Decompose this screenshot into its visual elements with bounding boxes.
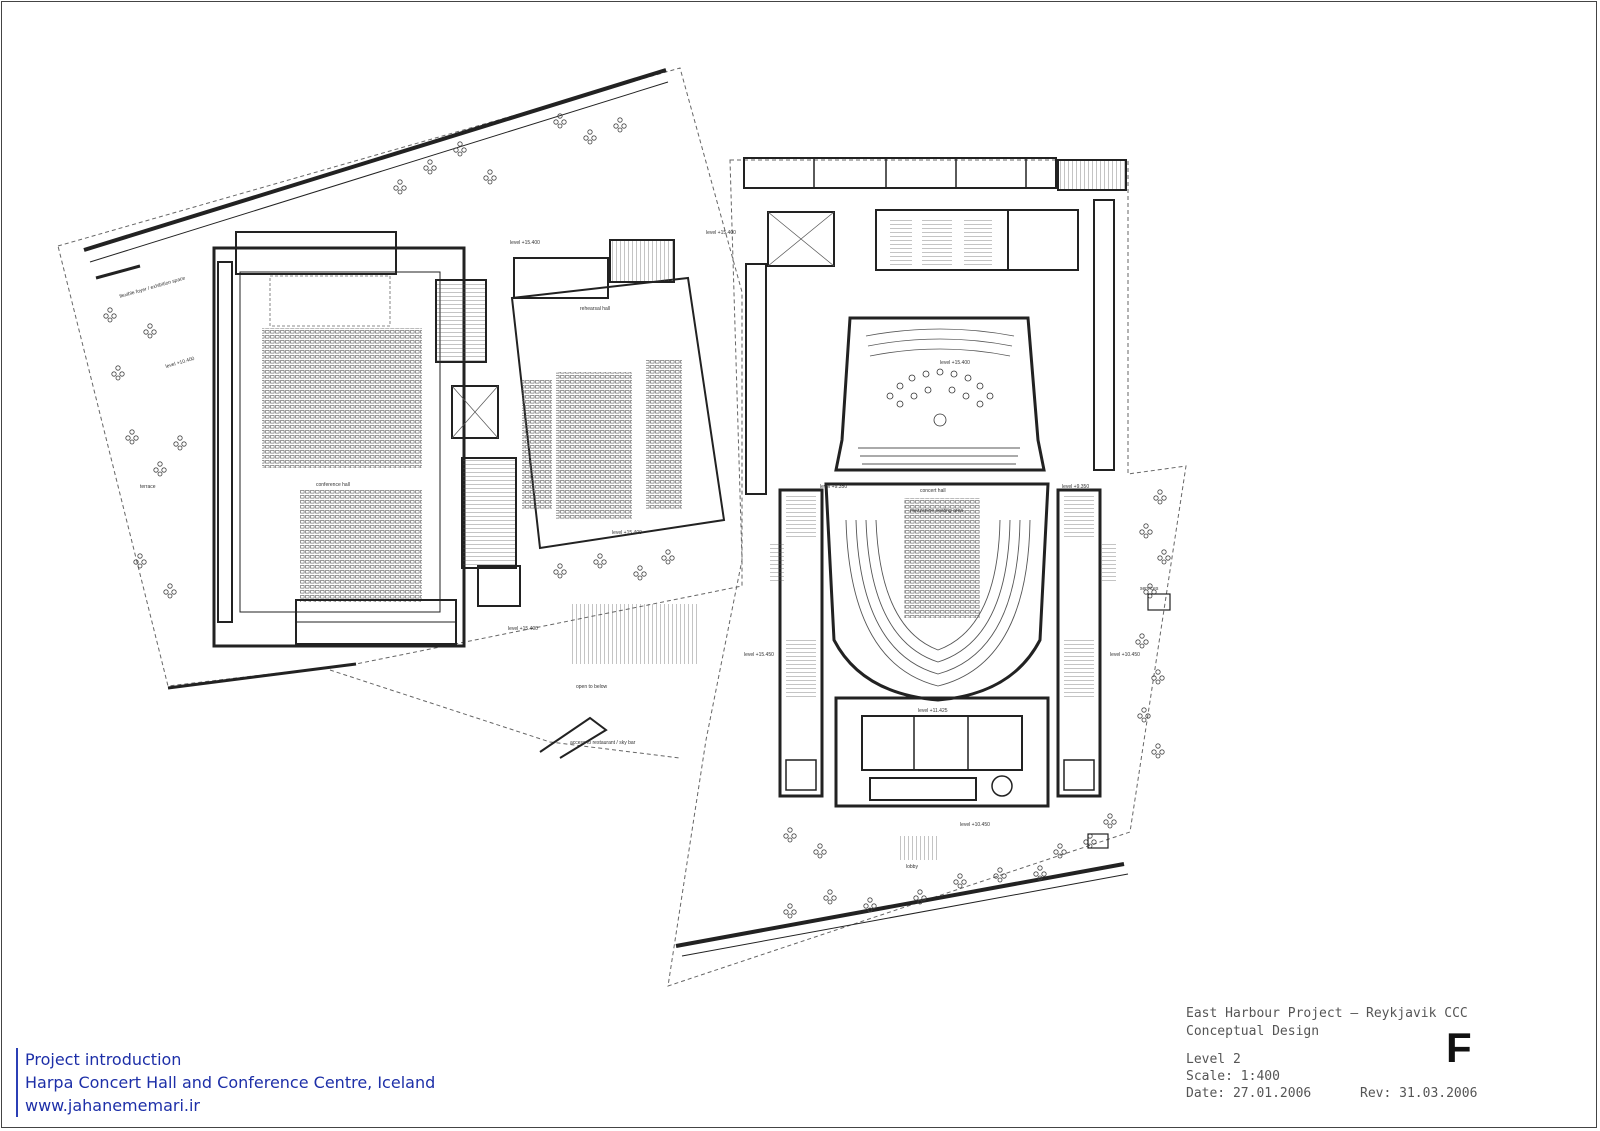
backstage-rooms (743, 157, 1057, 189)
label-concert-hall: concert hall (920, 488, 946, 494)
spiral-stair (991, 775, 1013, 797)
west-balcony (95, 264, 141, 280)
west-core-lift (451, 385, 499, 439)
conference-seating-lower (300, 490, 422, 602)
intro-project-name: Harpa Concert Hall and Conference Centre… (25, 1073, 436, 1092)
intro-website-link[interactable]: www.jahanememari.ir (25, 1096, 201, 1115)
label-open-below: open to below (576, 684, 608, 690)
concert-stage-rows (865, 328, 1015, 357)
title-date: Date: 27.01.2006 (1186, 1086, 1311, 1101)
title-date-value: 27.01.2006 (1232, 1086, 1312, 1101)
concert-hall-bowl (824, 482, 1050, 702)
north-east-stair (1057, 159, 1127, 191)
west-foyer-stair (770, 544, 784, 582)
label-conference-hall: conference hall (316, 482, 350, 488)
west-side-core (778, 488, 824, 798)
north-lobby-rooms (513, 257, 609, 299)
title-scale-label: Scale: (1186, 1069, 1233, 1084)
label-level-lower: level +11.425 (918, 708, 948, 714)
west-core-stair-2 (461, 457, 517, 569)
title-scale: Scale: 1:400 (1186, 1069, 1280, 1084)
north-stair-block (609, 239, 675, 283)
label-terrace: terrace (140, 484, 156, 490)
control-rooms (861, 715, 1023, 771)
label-level-small-b: level +9.350 (1062, 484, 1089, 490)
south-service-kiosk (1087, 833, 1109, 849)
label-level-concert: level +15.400 (940, 360, 970, 366)
label-rehearsal-hall: rehearsal hall (580, 306, 610, 312)
label-access: access to restaurant / sky bar (570, 740, 636, 746)
title-phase: Conceptual Design (1186, 1024, 1320, 1039)
label-level-center: level +15.400 (706, 230, 736, 236)
label-main-seating: mezzanine seating area (910, 508, 963, 514)
west-wing-outline (57, 67, 743, 687)
label-level-west-1: level +10.400 (165, 356, 196, 370)
platform-storage (1007, 209, 1079, 271)
title-sheet-letter: F (1446, 1024, 1472, 1071)
conference-seating-upper (262, 328, 422, 468)
east-service-kiosk (1147, 593, 1171, 611)
concert-balcony-rows (845, 519, 1031, 687)
south-lift (869, 777, 977, 801)
label-level-west-2: level +15.400 (510, 240, 540, 246)
south-terrace-stair (898, 836, 938, 860)
south-edge-wall (167, 662, 357, 690)
rehearsal-seating (556, 372, 632, 520)
east-wing (667, 157, 1187, 987)
label-foyer: flexible foyer / exhibition space (119, 275, 186, 300)
label-level-bottom: level +10.450 (960, 822, 990, 828)
title-date-label: Date: (1186, 1086, 1226, 1101)
label-level-right-side: level +10.450 (1110, 652, 1140, 658)
conference-rooms-north (235, 231, 397, 275)
label-services: services (1140, 586, 1159, 592)
east-foyer-stair (1102, 544, 1116, 582)
concert-hall-stage-shell (834, 316, 1046, 472)
east-side-core (1056, 488, 1102, 798)
title-rev-label: Rev: (1360, 1086, 1392, 1101)
title-revision: Rev: 31.03.2006 (1360, 1086, 1477, 1101)
east-south-wall (675, 862, 1125, 948)
conference-stair-west (217, 261, 233, 623)
south-enclosure (834, 696, 1050, 808)
label-level-south-west: level +15.400 (508, 626, 538, 632)
conference-hall-wall (212, 246, 466, 648)
label-lobby: lobby (906, 864, 918, 870)
title-rev-value: 31.03.2006 (1399, 1086, 1478, 1101)
south-public-stair (570, 604, 700, 664)
title-project: East Harbour Project – Reykjavik CCC (1186, 1006, 1468, 1021)
title-scale-value: 1:400 (1240, 1069, 1280, 1084)
lower-ramp (329, 669, 681, 759)
orchestra-chairs (886, 368, 994, 427)
concert-upper-rows (858, 447, 1020, 465)
concert-seating-parterre (904, 498, 980, 618)
conference-stage (269, 275, 391, 327)
intro-heading: Project introduction (25, 1050, 182, 1069)
label-level-small-a: level +9.350 (820, 484, 847, 490)
project-intro: Project introduction Harpa Concert Hall … (16, 1048, 435, 1117)
west-core-stair (435, 279, 487, 363)
west-core-lift-2 (477, 565, 521, 607)
label-level-hall-a: level +15.400 (612, 530, 642, 536)
lower-ramp-edge (539, 716, 608, 759)
rehearsal-seating-east (646, 360, 682, 510)
rehearsal-seating-west (522, 380, 552, 510)
goods-lift (767, 211, 835, 267)
west-facade-wall-inner (89, 81, 669, 263)
conference-hall-inner (239, 271, 441, 613)
west-wing (57, 67, 743, 759)
west-facade-wall (83, 68, 667, 252)
label-level-left-side: level +15.450 (744, 652, 774, 658)
title-level: Level 2 (1186, 1052, 1241, 1067)
